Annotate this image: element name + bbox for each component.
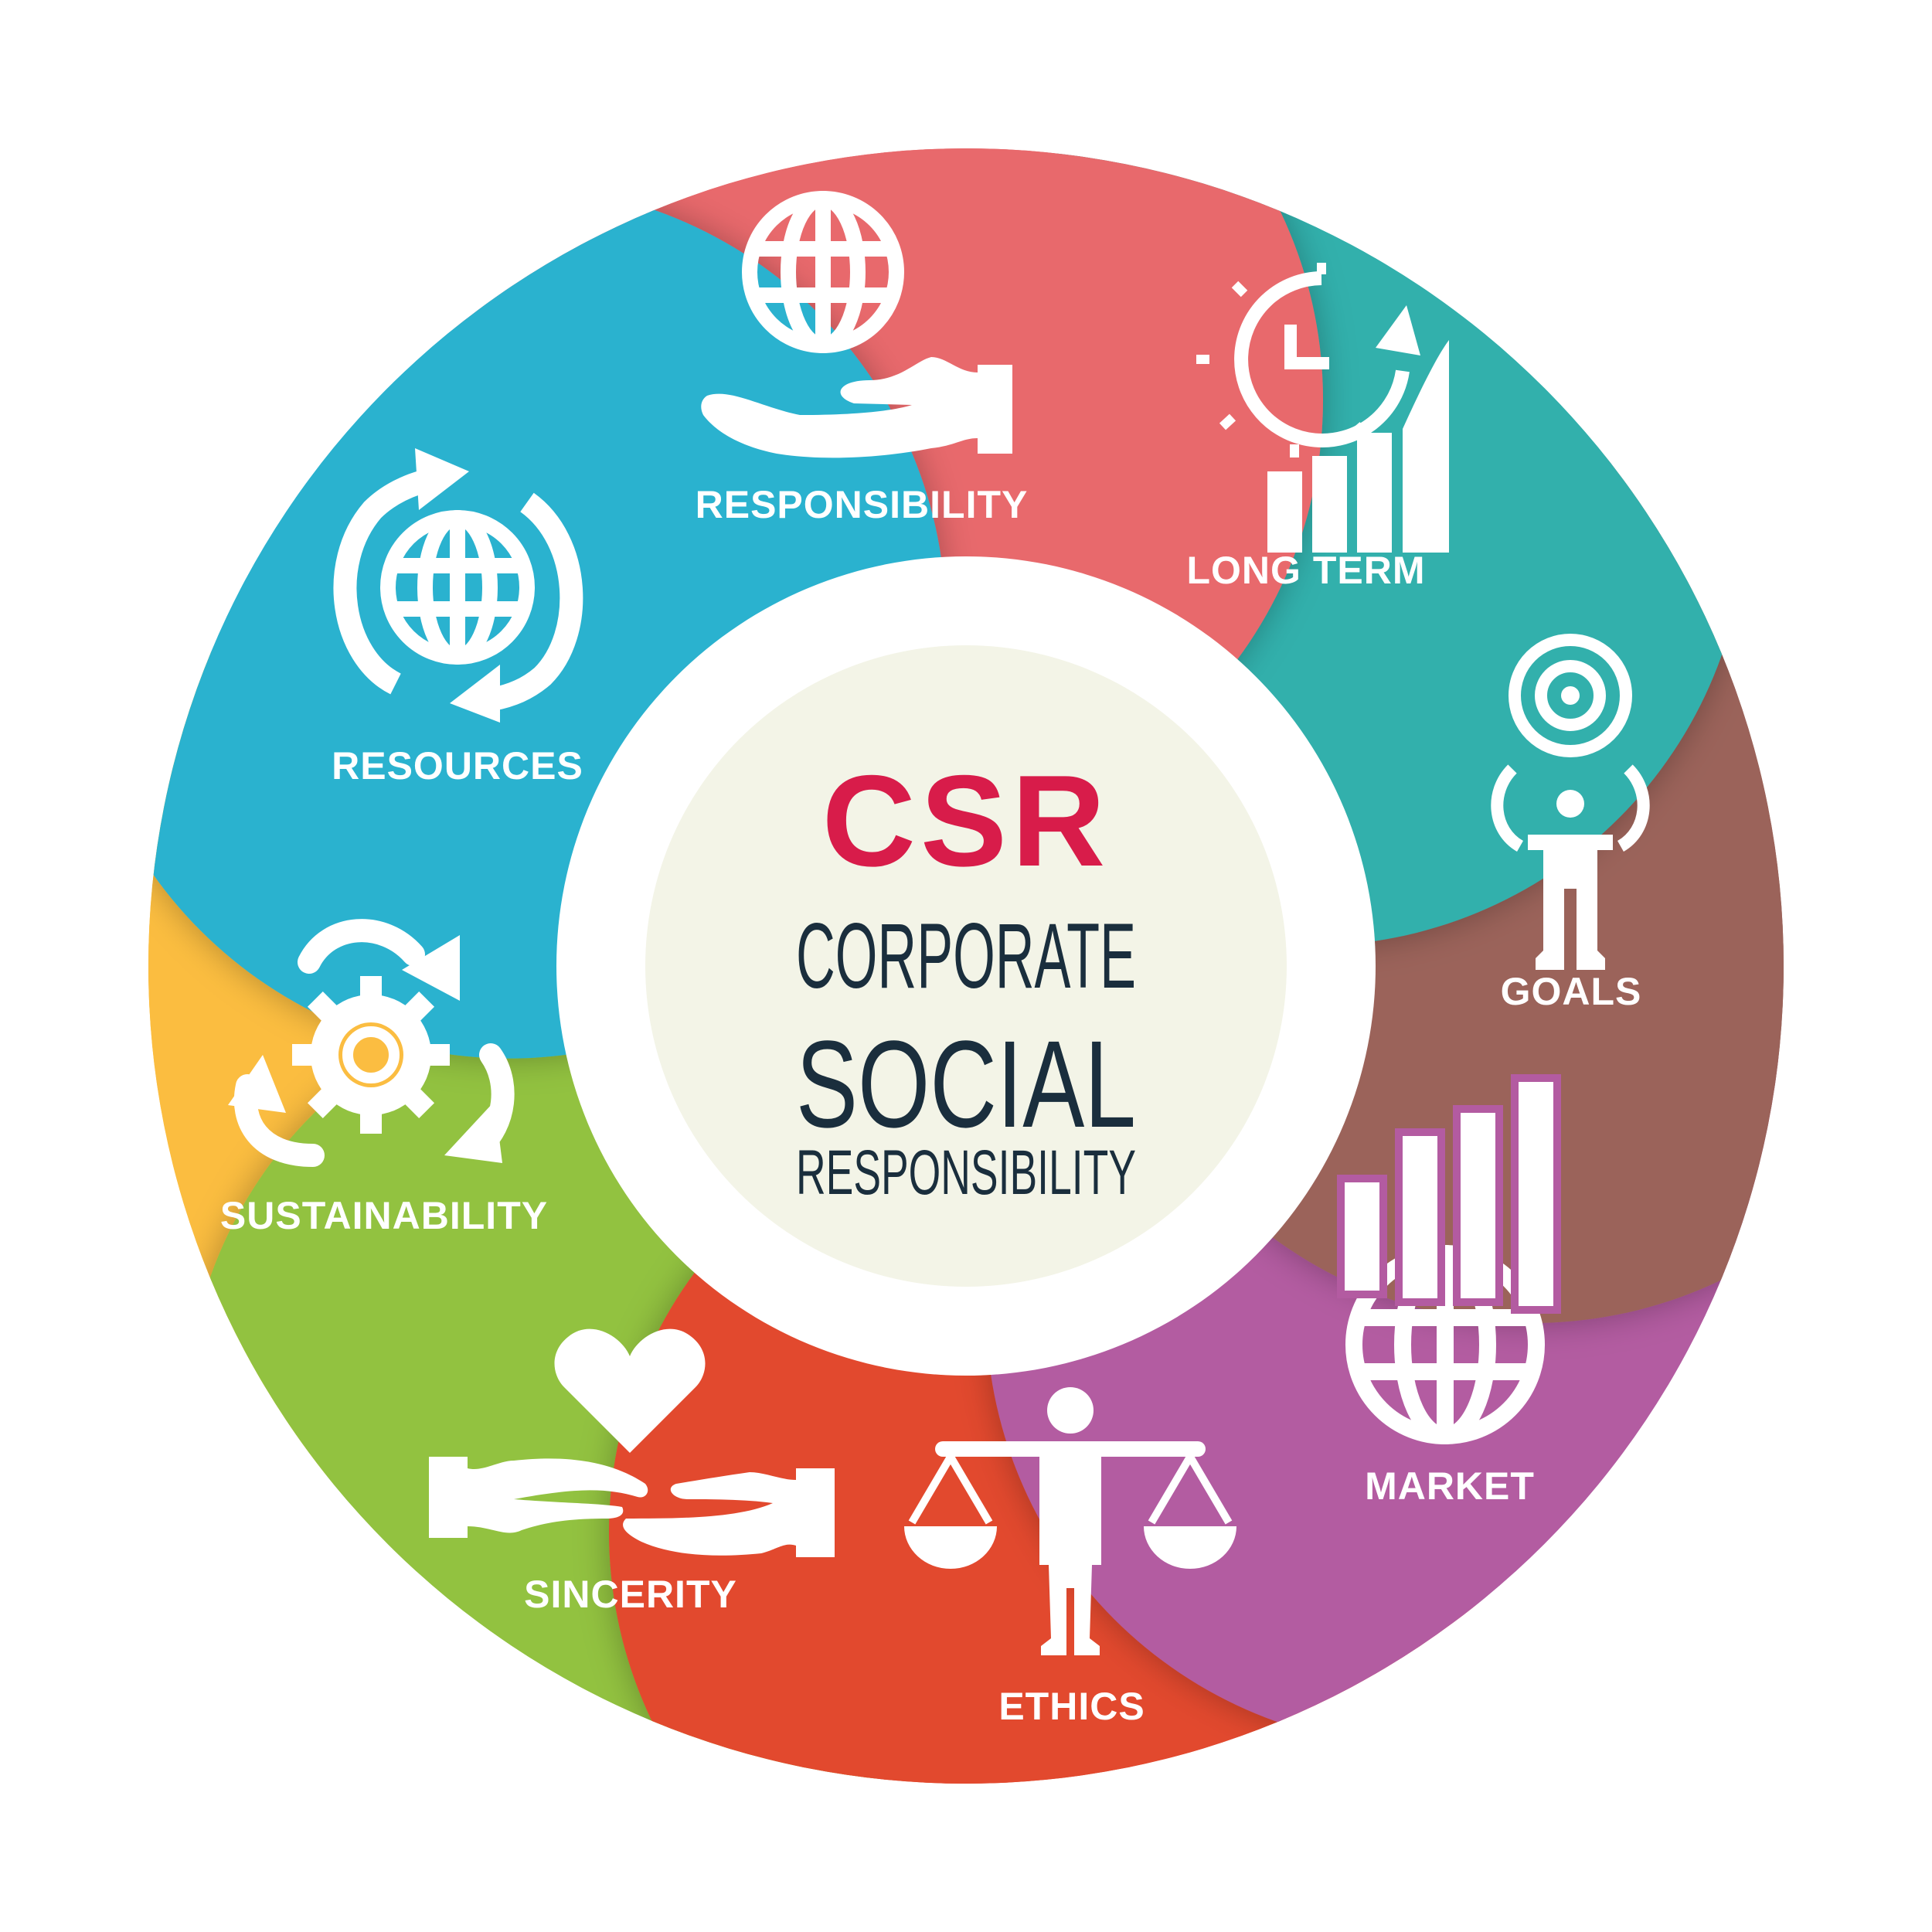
globe-in-hand-icon xyxy=(701,191,1012,458)
center-line-responsibility: RESPONSIBILITY xyxy=(796,1138,1136,1208)
label-ethics: ETHICS xyxy=(998,1685,1145,1728)
person-target-icon xyxy=(1491,634,1650,970)
label-goals: GOALS xyxy=(1501,970,1642,1013)
center-line-corporate: CORPORATE xyxy=(796,904,1136,1008)
label-sustainability: SUSTAINABILITY xyxy=(220,1194,548,1237)
clock-growth-chart-icon xyxy=(1196,263,1449,553)
label-long-term: LONG TERM xyxy=(1187,549,1426,592)
person-balance-scale-icon xyxy=(904,1387,1236,1655)
label-resources: RESOURCES xyxy=(332,744,583,787)
label-responsibility: RESPONSIBILITY xyxy=(696,483,1029,526)
globe-bar-chart-icon xyxy=(1337,1074,1561,1444)
heart-handshake-icon xyxy=(429,1328,835,1557)
segment-labels: RESPONSIBILITY LONG TERM GOALS MARKET ET… xyxy=(220,483,1641,1728)
csr-acronym: CSR xyxy=(822,748,1111,893)
center-title-block: CSR CORPORATE SOCIAL RESPONSIBILITY xyxy=(796,748,1136,1208)
label-market: MARKET xyxy=(1365,1464,1535,1508)
gear-cycle-icon xyxy=(228,919,515,1167)
globe-recycle-icon xyxy=(333,448,583,723)
center-disc xyxy=(645,645,1287,1287)
label-sincerity: SINCERITY xyxy=(524,1573,737,1616)
center-line-social: SOCIAL xyxy=(796,1015,1136,1153)
